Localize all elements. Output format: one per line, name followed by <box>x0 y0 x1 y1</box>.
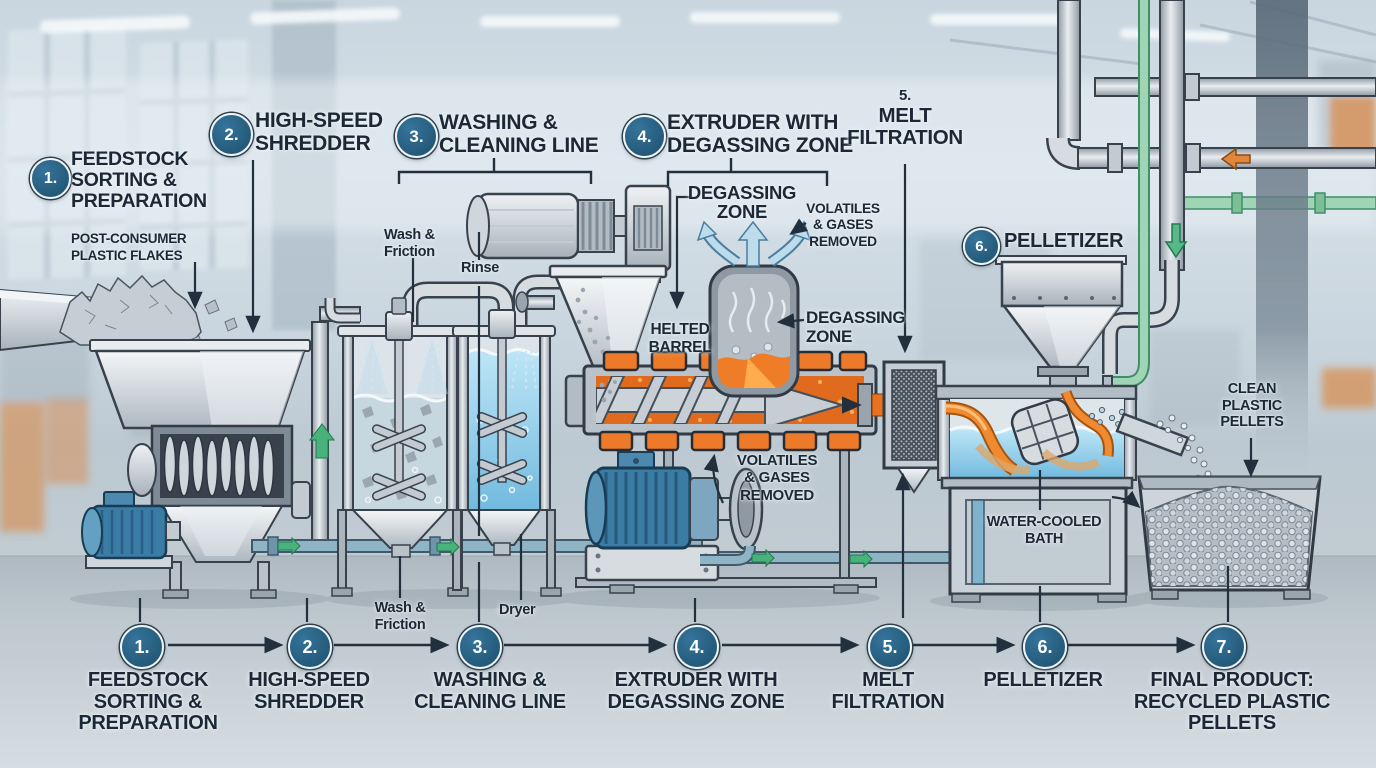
flow-label-1: FEEDSTOCK SORTING & PREPARATION <box>78 669 218 735</box>
station-badge-3: 3. <box>395 115 438 158</box>
volatiles-removed-top: VOLATILES & GASES REMOVED <box>806 201 880 249</box>
water-cooled-bath <box>934 384 1212 603</box>
degassing-zone-heading: DEGASSING ZONE <box>687 182 797 223</box>
melted-barrel-label: HELTED BARREL <box>648 321 712 356</box>
shredder-blades <box>163 435 275 497</box>
green-down-arrow <box>1164 223 1188 259</box>
flow-label-7: FINAL PRODUCT: RECYCLED PLASTIC PELLETS <box>1133 669 1331 735</box>
flow-badge-2: 2. <box>288 625 332 669</box>
water-cooled-bath-label: WATER-COOLED BATH <box>986 514 1102 547</box>
orange-left-arrow <box>1220 147 1251 171</box>
overhead-pipes <box>1046 0 1376 470</box>
flow-badge-1: 1. <box>120 625 164 669</box>
station-title-2: HIGH-SPEED SHREDDER <box>255 109 383 155</box>
wash-friction-lower: Wash & Friction <box>374 600 426 634</box>
dryer-label: Dryer <box>499 602 536 618</box>
station-title-5: MELT FILTRATION <box>847 104 963 150</box>
rinse-tank <box>452 309 562 597</box>
station-title-6: PELLETIZER <box>1004 230 1124 252</box>
degassing-vent-chamber <box>696 220 812 398</box>
flow-label-4: EXTRUDER WITH DEGASSING ZONE <box>607 669 785 713</box>
flow-badge-4: 4. <box>675 625 719 669</box>
station-title-3: WASHING & CLEANING LINE <box>439 111 599 157</box>
ceiling-lights <box>40 7 1230 42</box>
degassing-up-arrows <box>696 220 812 267</box>
station-title-4: EXTRUDER WITH DEGASSING ZONE <box>667 111 853 157</box>
pellet-stream <box>1156 414 1212 482</box>
station-badge-4: 4. <box>623 115 666 158</box>
station-badge-2: 2. <box>210 113 253 156</box>
wash-friction-upper: Wash & Friction <box>384 227 435 261</box>
station-number-5: 5. <box>899 87 911 104</box>
flow-label-2: HIGH-SPEED SHREDDER <box>248 669 370 713</box>
volatiles-removed-bottom: VOLATILES & GASES REMOVED <box>736 452 818 504</box>
clean-pellets-label: CLEAN PLASTIC PELLETS <box>1220 381 1284 431</box>
shredder-motor <box>81 491 181 569</box>
flow-badge-5: 5. <box>868 625 912 669</box>
flow-label-6: PELLETIZER <box>983 669 1103 691</box>
degassing-zone-side: DEGASSING ZONE <box>806 308 906 346</box>
station-badge-1: 1. <box>30 158 71 199</box>
section-brackets <box>397 158 829 186</box>
flow-badge-6: 6. <box>1023 625 1067 669</box>
plastic-flakes-pile <box>59 274 202 346</box>
pellet-bin <box>1137 475 1322 600</box>
rinse-label: Rinse <box>461 260 499 276</box>
flow-label-5: MELT FILTRATION <box>831 669 945 713</box>
green-pipe <box>1108 0 1148 386</box>
station-badge-6: 6. <box>963 228 1000 265</box>
shredder-machine <box>81 306 361 599</box>
flow-label-3: WASHING & CLEANING LINE <box>414 669 566 713</box>
pipe-flow-arrows <box>277 423 873 569</box>
extruder-motor <box>584 451 764 582</box>
station-title-1: FEEDSTOCK SORTING & PREPARATION <box>71 148 207 213</box>
annotation-lines <box>138 158 1259 654</box>
flow-badge-7: 7. <box>1202 625 1246 669</box>
station-subtitle-1: POST-CONSUMER PLASTIC FLAKES <box>71 231 187 263</box>
flow-badge-3: 3. <box>458 625 502 669</box>
pelletizer-cutter <box>1010 398 1080 466</box>
melt-filter <box>841 360 985 494</box>
